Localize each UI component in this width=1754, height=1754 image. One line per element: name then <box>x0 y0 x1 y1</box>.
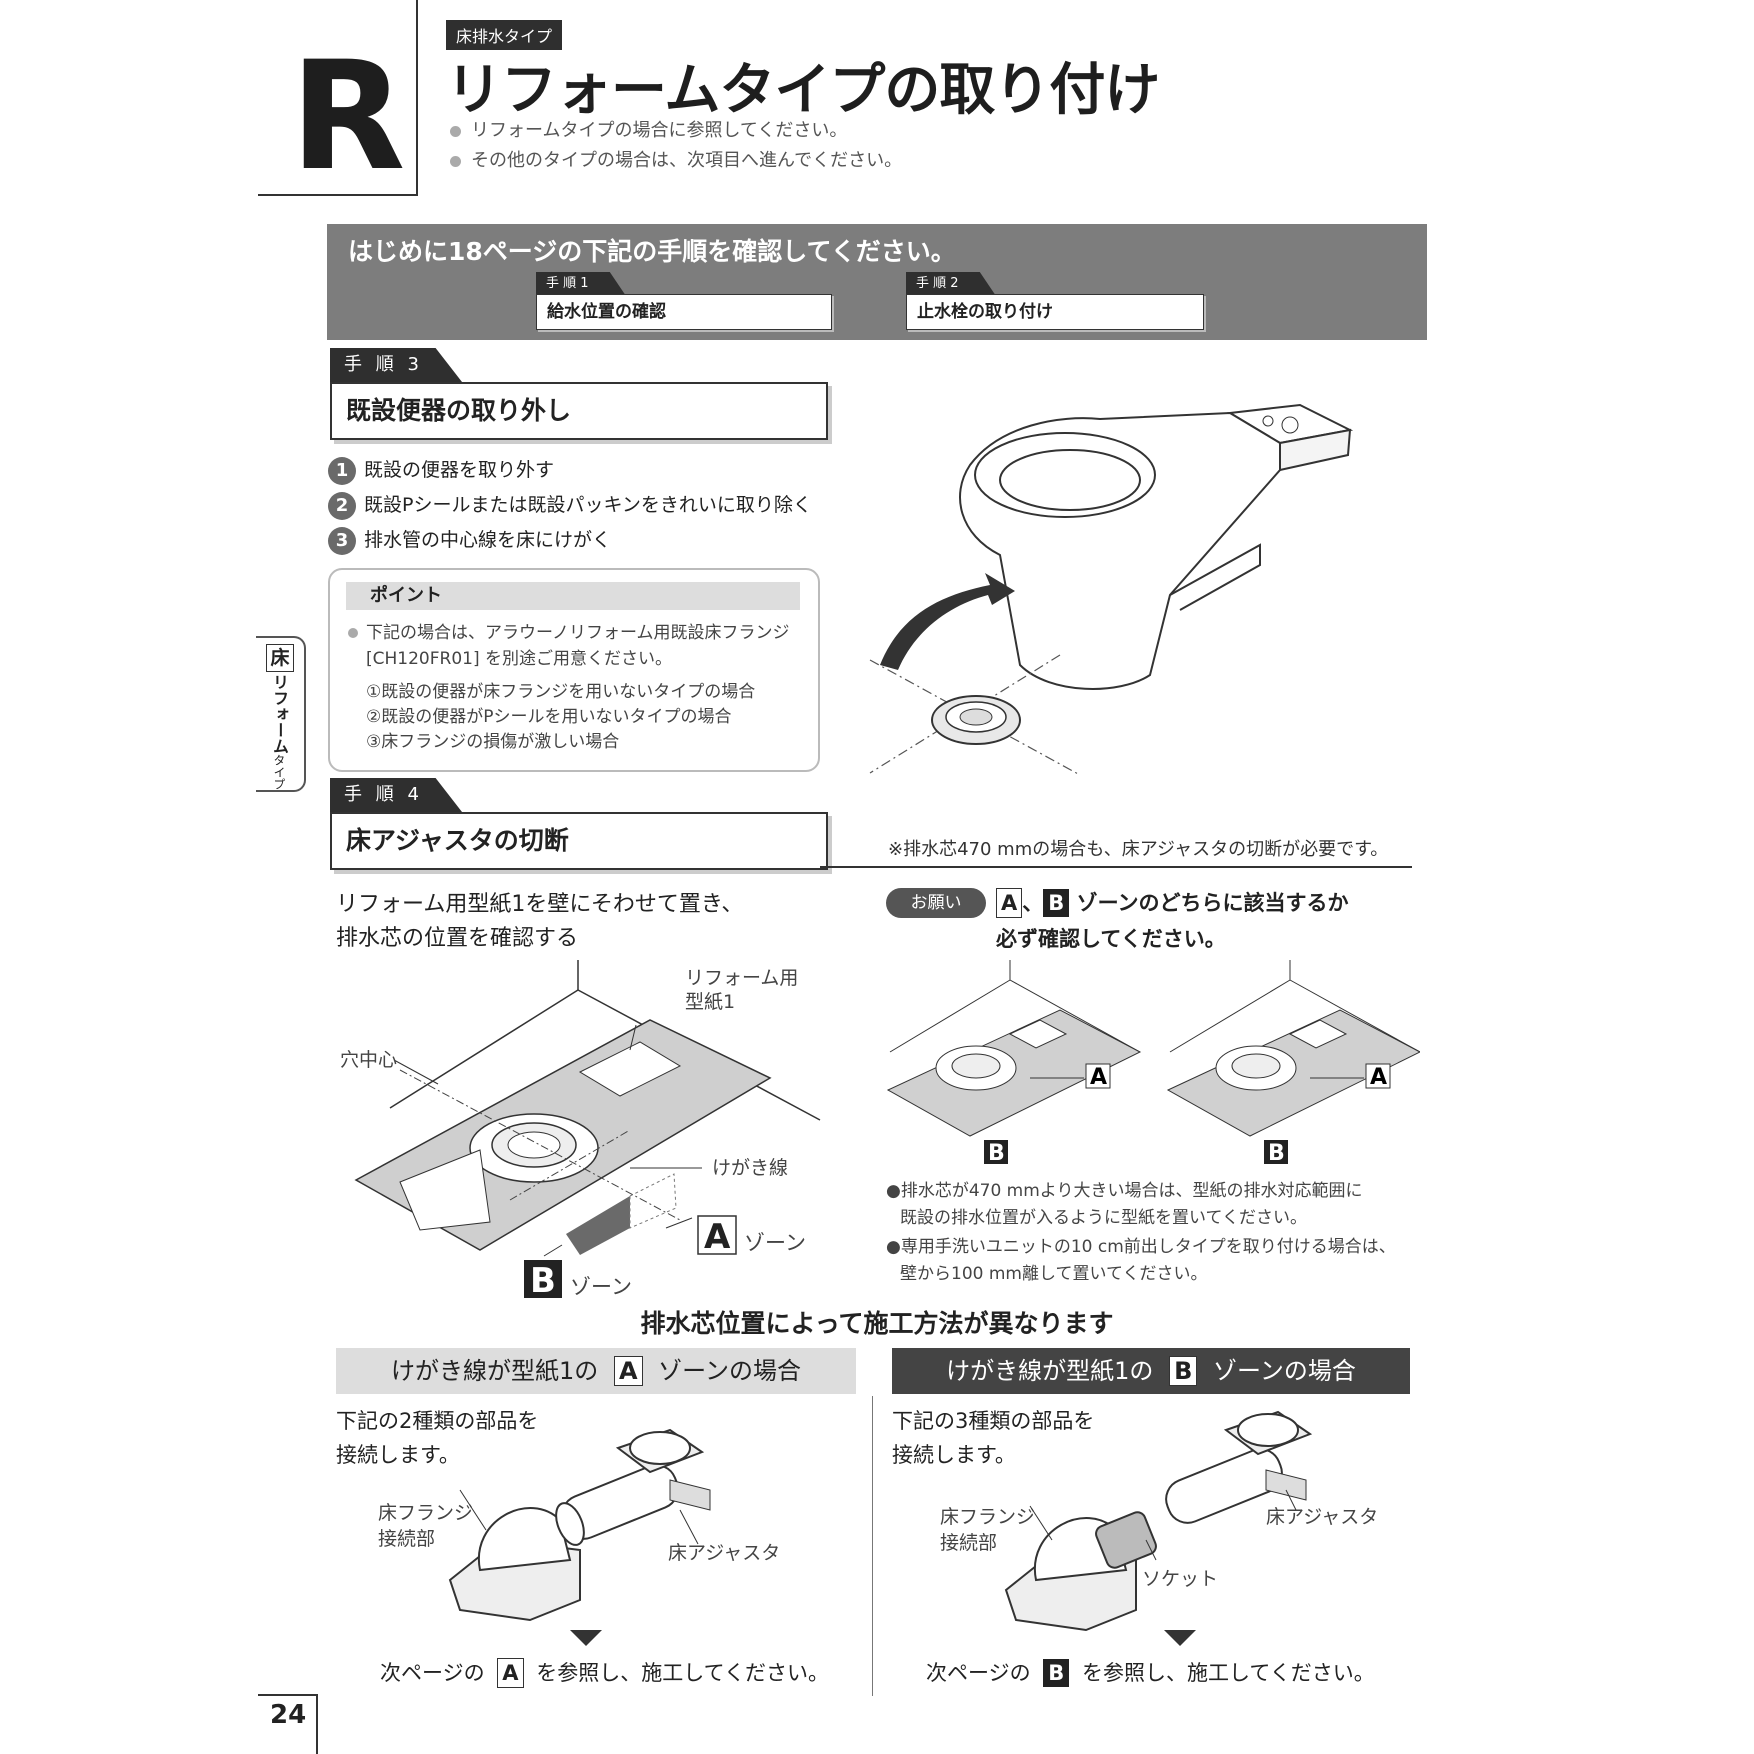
step4-tab: 手 順 4 <box>330 778 462 812</box>
step4-rule <box>820 866 1412 868</box>
request-line1: A、B ゾーンのどちらに該当するか <box>996 886 1349 920</box>
zoneA-intro: 下記の2種類の部品を 接続します。 <box>336 1409 539 1467</box>
template-label: 型紙1 <box>685 991 735 1013</box>
zone-comparison-diagrams: A B A B <box>886 960 1420 1166</box>
page-title: リフォームタイプの取り付け <box>446 58 1160 123</box>
zoneB-intro: 下記の3種類の部品を 接続します。 <box>892 1409 1095 1467</box>
zoneA-parts-illustration <box>448 1428 711 1622</box>
header-bullet: リフォームタイプの場合に参照してください。 <box>450 116 847 142</box>
step4-lead: リフォーム用型紙1を壁にそわせて置き、 排水芯の位置を確認する <box>336 892 744 951</box>
request-badge: お願い <box>886 888 986 918</box>
category-tag: 床排水タイプ <box>446 20 563 50</box>
point-line: 下記の場合は、アラウーノリフォーム用既設床フランジ <box>348 618 789 643</box>
banner-step2-box: 止水栓の取り付け <box>906 294 1204 330</box>
zone-B-marker: B <box>530 1261 556 1300</box>
step3-title: 既設便器の取り外し <box>330 382 828 440</box>
zone-word: ゾーン <box>570 1275 632 1299</box>
down-arrow-icon <box>570 1630 602 1646</box>
step4-note: ※排水芯470 mmの場合も、床アジャスタの切断が必要です。 <box>888 839 1389 860</box>
toilet-removal-illustration <box>869 403 1354 776</box>
zoneA-reference: 次ページの A を参照し、施工してください。 <box>380 1656 829 1690</box>
banner-step2-tab: 手 順 2 <box>906 272 996 296</box>
prerequisite-banner <box>327 224 1427 340</box>
down-arrow-icon <box>1164 1630 1196 1646</box>
hole-center-label: 穴中心 <box>340 1049 397 1071</box>
page-number-rule <box>316 1694 318 1754</box>
corner-line-vertical <box>416 0 418 196</box>
zone-A-marker: A <box>704 1217 731 1257</box>
page-number: 24 <box>270 1700 307 1730</box>
template-placement-diagram: リフォーム用 型紙1 穴中心 けがき線 A ゾーン B ゾーン <box>340 960 821 1300</box>
banner-step1-tab: 手 順 1 <box>536 272 626 296</box>
zone-B-marker: B <box>1268 1141 1285 1166</box>
zoneB-parts-illustration <box>1004 1410 1313 1632</box>
header-bullet: その他のタイプの場合は、次項目へ進んでください。 <box>450 146 902 172</box>
point-line: [CH120FR01] を別途ご用意ください。 <box>366 649 672 669</box>
zone-word: ゾーン <box>744 1231 806 1255</box>
zoneB-socket-label: ソケット <box>1142 1568 1219 1590</box>
side-tab-label: リフォームタイプ <box>270 674 289 790</box>
step3-tab: 手 順 3 <box>330 348 462 382</box>
scribe-line-label: けがき線 <box>712 1157 788 1179</box>
zoneA-adjuster-label: 床アジャスタ <box>668 1542 781 1564</box>
step4-note-item: ●専用手洗いユニットの10 cm前出しタイプを取り付ける場合は、 壁から100 … <box>886 1237 1396 1284</box>
step4-title: 床アジャスタの切断 <box>330 812 828 870</box>
zone-A-marker: A <box>1370 1065 1387 1090</box>
zone-divider <box>872 1396 873 1696</box>
banner-title: はじめに18ページの下記の手順を確認してください。 <box>348 237 956 266</box>
point-case: ②既設の便器がPシールを用いないタイプの場合 <box>366 707 732 727</box>
zoneA-flange-label: 床フランジ 接続部 <box>378 1502 474 1550</box>
zone-B-marker: B <box>988 1141 1005 1166</box>
template-label: リフォーム用 <box>685 967 798 989</box>
zoneB-reference: 次ページの B を参照し、施工してください。 <box>926 1659 1375 1687</box>
point-box <box>328 568 820 772</box>
point-case: ①既設の便器が床フランジを用いないタイプの場合 <box>366 682 756 702</box>
zone-A-marker: A <box>1090 1065 1107 1090</box>
method-heading: 排水芯位置によって施工方法が異なります <box>640 1309 1114 1338</box>
request-line2: 必ず確認してください。 <box>996 927 1226 951</box>
zone-B-header: けがき線が型紙1の B ゾーンの場合 <box>892 1348 1410 1394</box>
point-case: ③床フランジの損傷が激しい場合 <box>366 732 620 752</box>
point-heading: ポイント <box>346 582 800 610</box>
page-number-rule <box>258 1694 316 1696</box>
side-tab-kanji: 床 <box>266 644 294 672</box>
zoneB-flange-label: 床フランジ 接続部 <box>940 1506 1036 1554</box>
corner-line-horizontal <box>258 194 418 196</box>
zone-A-header: けがき線が型紙1の A ゾーンの場合 <box>336 1348 856 1394</box>
zoneB-adjuster-label: 床アジャスタ <box>1266 1506 1379 1528</box>
side-index-tab[interactable] <box>256 636 306 792</box>
section-letter: R <box>290 30 405 204</box>
step4-note-item: ●排水芯が470 mmより大きい場合は、型紙の排水対応範囲に 既設の排水位置が入… <box>886 1181 1363 1228</box>
banner-step1-box: 給水位置の確認 <box>536 294 832 330</box>
